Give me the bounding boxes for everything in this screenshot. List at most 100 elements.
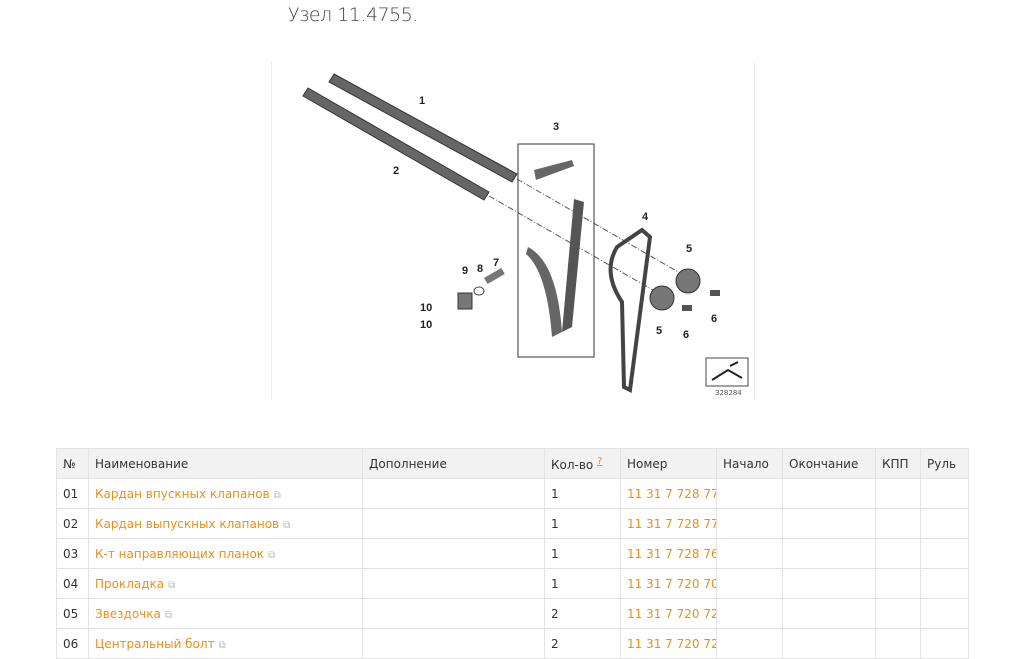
part-number-link[interactable]: 11 31 7 720 707 [627,576,717,591]
row-start [716,538,783,569]
row-extra [362,538,545,569]
row-qty: 1 [544,538,621,569]
col-qty-label: Кол-во [551,457,594,472]
row-number: 11 31 7 728 772 [620,508,717,539]
parts-diagram[interactable]: 1 2 3 4 5 5 6 6 7 8 9 10 10 328284 [271,62,755,400]
col-gearbox[interactable]: КПП [875,448,921,479]
diagram-code: 328284 [715,389,742,397]
row-name: Центральный болт⧉ [88,628,363,659]
table-row: 05 Звездочка⧉ 2 11 31 7 720 721 [56,598,969,629]
row-start [716,568,783,599]
row-no: 03 [56,538,89,569]
external-link-icon[interactable]: ⧉ [273,489,281,501]
row-steering [920,538,969,569]
row-number: 11 31 7 728 763 [620,538,717,569]
row-end [782,598,876,629]
row-gearbox [875,628,921,659]
col-qty[interactable]: Кол-во ? [544,448,621,479]
row-end [782,508,876,539]
row-extra [362,568,545,599]
row-qty: 1 [544,508,621,539]
row-steering [920,478,969,509]
row-gearbox [875,508,921,539]
camshaft-1 [328,73,518,183]
row-start [716,628,783,659]
row-extra [362,628,545,659]
row-number: 11 31 7 720 721 [620,598,717,629]
row-name: Кардан выпускных клапанов⧉ [88,508,363,539]
table-row: 04 Прокладка⧉ 1 11 31 7 720 707 [56,568,969,599]
callout-label: 5 [686,243,692,255]
row-end [782,538,876,569]
external-link-icon[interactable]: ⧉ [164,609,172,621]
row-qty: 1 [544,568,621,599]
row-extra [362,598,545,629]
part-name-link[interactable]: Прокладка [95,576,165,591]
col-number[interactable]: Номер [620,448,717,479]
part-name-link[interactable]: К-т направляющих планок [95,546,265,561]
row-extra [362,508,545,539]
callout-label: 10 [420,302,432,314]
table-row: 01 Кардан впускных клапанов⧉ 1 11 31 7 7… [56,478,969,509]
row-steering [920,598,969,629]
row-name: Кардан впускных клапанов⧉ [88,478,363,509]
callout-label: 4 [642,211,649,223]
part-name-link[interactable]: Центральный болт [95,636,215,651]
part-name-link[interactable]: Звездочка [95,606,161,621]
row-number: 11 31 7 720 722 [620,628,717,659]
row-qty: 2 [544,598,621,629]
part-number-link[interactable]: 11 31 7 728 763 [627,546,717,561]
external-link-icon[interactable]: ⧉ [268,549,276,561]
row-end [782,478,876,509]
part-name-link[interactable]: Кардан выпускных клапанов [95,516,280,531]
table-row: 03 К-т направляющих планок⧉ 1 11 31 7 72… [56,538,969,569]
part-number-link[interactable]: 11 31 7 720 722 [627,636,717,651]
col-end[interactable]: Окончание [782,448,876,479]
callout-label: 9 [462,265,468,277]
row-start [716,508,783,539]
callout-label: 2 [393,165,399,177]
col-start[interactable]: Начало [716,448,783,479]
row-start [716,598,783,629]
part-number-link[interactable]: 11 31 7 728 772 [627,516,717,531]
callout-label: 6 [711,313,717,325]
row-start [716,478,783,509]
table-header-row: № Наименование Дополнение Кол-во ? Номер… [56,448,969,479]
part-number-link[interactable]: 11 31 7 720 721 [627,606,717,621]
row-extra [362,478,545,509]
row-no: 01 [56,478,89,509]
col-extra[interactable]: Дополнение [362,448,545,479]
row-gearbox [875,568,921,599]
col-name[interactable]: Наименование [88,448,363,479]
col-no[interactable]: № [56,448,89,479]
row-gearbox [875,538,921,569]
part-name-link[interactable]: Кардан впускных клапанов [95,486,270,501]
callout-label: 10 [420,319,432,331]
row-no: 04 [56,568,89,599]
row-name: К-т направляющих планок⧉ [88,538,363,569]
row-no: 02 [56,508,89,539]
row-steering [920,508,969,539]
callout-label: 6 [683,329,689,341]
callout-label: 8 [477,263,483,275]
direction-icon [705,357,749,387]
row-qty: 2 [544,628,621,659]
row-number: 11 31 7 720 707 [620,568,717,599]
row-end [782,568,876,599]
external-link-icon[interactable]: ⧉ [283,519,291,531]
qty-help-link[interactable]: ? [597,455,603,467]
part-number-link[interactable]: 11 31 7 728 770 [627,486,717,501]
external-link-icon[interactable]: ⧉ [168,579,176,591]
row-number: 11 31 7 728 770 [620,478,717,509]
row-steering [920,628,969,659]
external-link-icon[interactable]: ⧉ [218,639,226,651]
row-gearbox [875,598,921,629]
table-row: 02 Кардан выпускных клапанов⧉ 1 11 31 7 … [56,508,969,539]
row-steering [920,568,969,599]
callout-label: 7 [493,257,499,269]
row-no: 06 [56,628,89,659]
row-name: Прокладка⧉ [88,568,363,599]
row-no: 05 [56,598,89,629]
col-steering[interactable]: Руль [920,448,969,479]
row-qty: 1 [544,478,621,509]
